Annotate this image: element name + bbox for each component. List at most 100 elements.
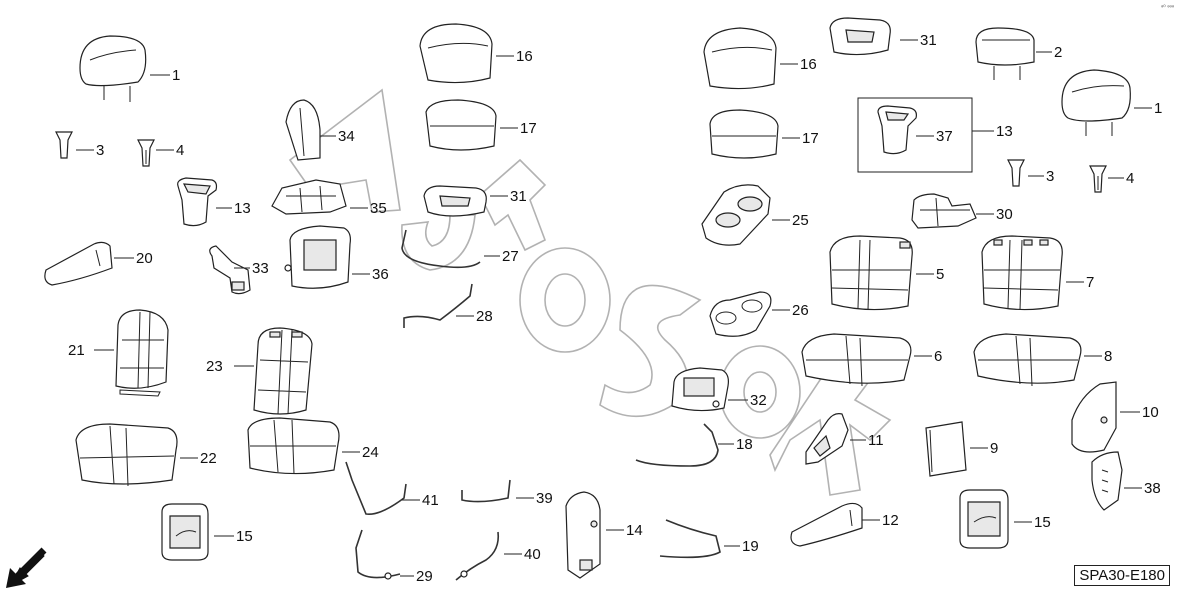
callout-label: 16 [800,56,817,73]
part-35-bracket [271,179,347,215]
callout-label: 18 [736,436,753,453]
part-22-seat-cushion [75,423,178,487]
callout-label: 1 [172,67,180,84]
callout-label: 4 [1126,170,1134,187]
callout-label: 13 [234,200,251,217]
part-33-hinge-cover [209,245,251,295]
callout-label: 32 [750,392,767,409]
part-4-headrest-guide-right [1089,165,1107,193]
callout-label: 37 [936,128,953,145]
callout-label: 24 [362,444,379,461]
corner-mark: ᵊ⁰ ᵊᵊᵊ [1161,5,1174,11]
part-3-headrest-guide [55,131,73,159]
part-36-seat-pad [284,225,351,289]
part-15-release-handle-right [959,489,1009,549]
reference-code: SPA30-E180 [1074,565,1170,586]
part-2-headrest [975,27,1035,80]
part-16-headrest [419,23,493,84]
part-15-release-handle [161,503,209,561]
callout-label: 17 [520,120,537,137]
callout-label: 17 [802,130,819,147]
part-41-wire [345,461,407,515]
callout-label: 4 [176,142,184,159]
part-23-seatback [253,327,313,415]
part-18-wire [635,423,719,467]
part-5-rear-seatback [829,235,913,311]
callout-label: 12 [882,512,899,529]
callout-label: 20 [136,250,153,267]
part-29-wire [355,529,401,579]
part-27-wire [401,229,481,269]
part-6-rear-seat-cushion [801,333,912,387]
callout-label: 39 [536,490,553,507]
part-10-side-trim [1071,381,1117,453]
callout-label: 3 [96,142,104,159]
arrow-down-left-icon [6,547,47,588]
part-9-panel [925,421,967,477]
callout-label: 33 [252,260,269,277]
callout-label: 30 [996,206,1013,223]
callout-label: 41 [422,492,439,509]
part-14-side-panel [565,491,601,579]
part-19-wire [659,519,721,559]
callout-label: 29 [416,568,433,585]
callout-label: 9 [990,440,998,457]
callout-label: 34 [338,128,355,145]
callout-label: 1 [1154,100,1162,117]
part-3-headrest-guide-right [1007,159,1025,187]
callout-label: 21 [68,342,85,359]
callout-label: 28 [476,308,493,325]
callout-label: 10 [1142,404,1159,421]
callout-label: 27 [502,248,519,265]
part-13-cup-holder [177,177,218,227]
callout-label: 23 [206,358,223,375]
part-30-bracket [911,193,977,229]
callout-label: 25 [792,212,809,229]
callout-label: 16 [516,48,533,65]
callout-label: 26 [792,302,809,319]
part-17-headrest-pad [425,99,497,151]
callout-label: 15 [236,528,253,545]
callout-label: 36 [372,266,389,283]
part-37-cup-holder-box [857,97,973,173]
callout-label: 3 [1046,168,1054,185]
callout-label: 22 [200,450,217,467]
callout-label: 11 [868,432,884,449]
part-25-cup-tray [701,184,771,246]
part-1-headrest [79,35,147,102]
part-7-rear-seatback [981,235,1063,311]
part-39-wire [461,479,511,503]
part-20-armrest [44,241,113,286]
callout-label: 31 [920,32,937,49]
callout-label: 19 [742,538,759,555]
part-32-pad [671,367,729,412]
part-16-headrest-right [703,27,777,90]
callout-label: 35 [370,200,387,217]
part-34-hinge-cover [285,99,321,161]
callout-label: 7 [1086,274,1094,291]
part-26-cup-insert [709,291,772,337]
part-11-bracket [805,413,849,465]
callout-label: 31 [510,188,527,205]
part-24-seat-cushion [247,417,340,475]
part-31-pad-right [829,17,891,56]
watermark [288,88,892,496]
callout-label: 6 [934,348,942,365]
part-21-seatback [115,309,169,397]
part-4-headrest-guide [137,139,155,167]
part-12-armrest [790,502,863,547]
part-17-headrest-pad-right [709,109,779,159]
part-31-pad [423,185,487,217]
callout-label: 40 [524,546,541,563]
callout-label: 2 [1054,44,1062,61]
part-38-trim-cover [1091,451,1123,511]
callout-label: 13 [996,123,1013,140]
callout-label: 8 [1104,348,1112,365]
callout-label: 14 [626,522,643,539]
part-8-rear-seat-cushion [973,333,1082,387]
callout-label: 15 [1034,514,1051,531]
callout-label: 5 [936,266,944,283]
callout-label: 38 [1144,480,1161,497]
part-28-wire [403,283,473,328]
